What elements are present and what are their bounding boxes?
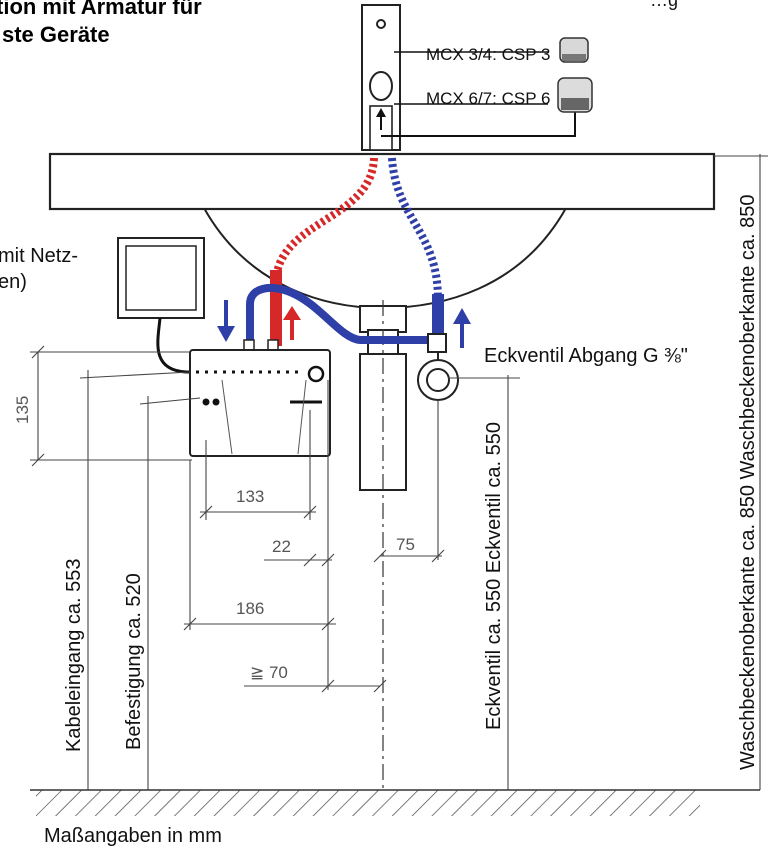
aerator-label-csp3: MCX 3/4: CSP 3 [426,45,550,64]
dim-70: ≧ 70 [250,663,288,682]
hot-up-arrow-icon [283,306,301,340]
aerator-csp6-icon [557,77,593,113]
sink [48,152,716,790]
side-label-line-1: mit Netz- [0,245,78,267]
water-heater [189,339,331,457]
dim-75: 75 [396,535,415,554]
title-line-1: tion mit Armatur für [0,0,202,19]
label-befestigung: Befestigung ca. 520 [123,573,145,750]
display-box [117,237,205,374]
dim-135: 135 [13,396,32,424]
dim-186: 186 [236,599,264,618]
cold-up-arrow-icon [453,308,471,348]
floor [30,789,760,816]
valve-label: Eckventil Abgang G ⅜" [484,345,688,367]
label-kabeleingang: Kabeleingang ca. 553 [63,559,85,753]
label-eckventil: Eckventil ca. 550 Eckventil ca. 550 [483,422,505,730]
label-waschbeckenoberkante: Waschbeckenoberkante ca. 850 Waschbecken… [737,194,759,770]
aerator-label-csp6: MCX 6/7: CSP 6 [426,89,550,108]
side-label-line-2: en) [0,271,27,293]
faucet [361,4,576,151]
dimension-lines [30,154,768,790]
title-line-2: ste Geräte [2,22,110,47]
dim-133: 133 [236,487,264,506]
cold-down-arrow-icon [217,300,235,342]
top-cut-text: …g [650,0,678,10]
cold-hose [246,157,444,346]
units-footer: Maßangaben in mm [44,825,222,847]
aerator-csp3-icon [559,37,589,63]
angle-valve [417,333,459,401]
dim-22: 22 [272,537,291,556]
